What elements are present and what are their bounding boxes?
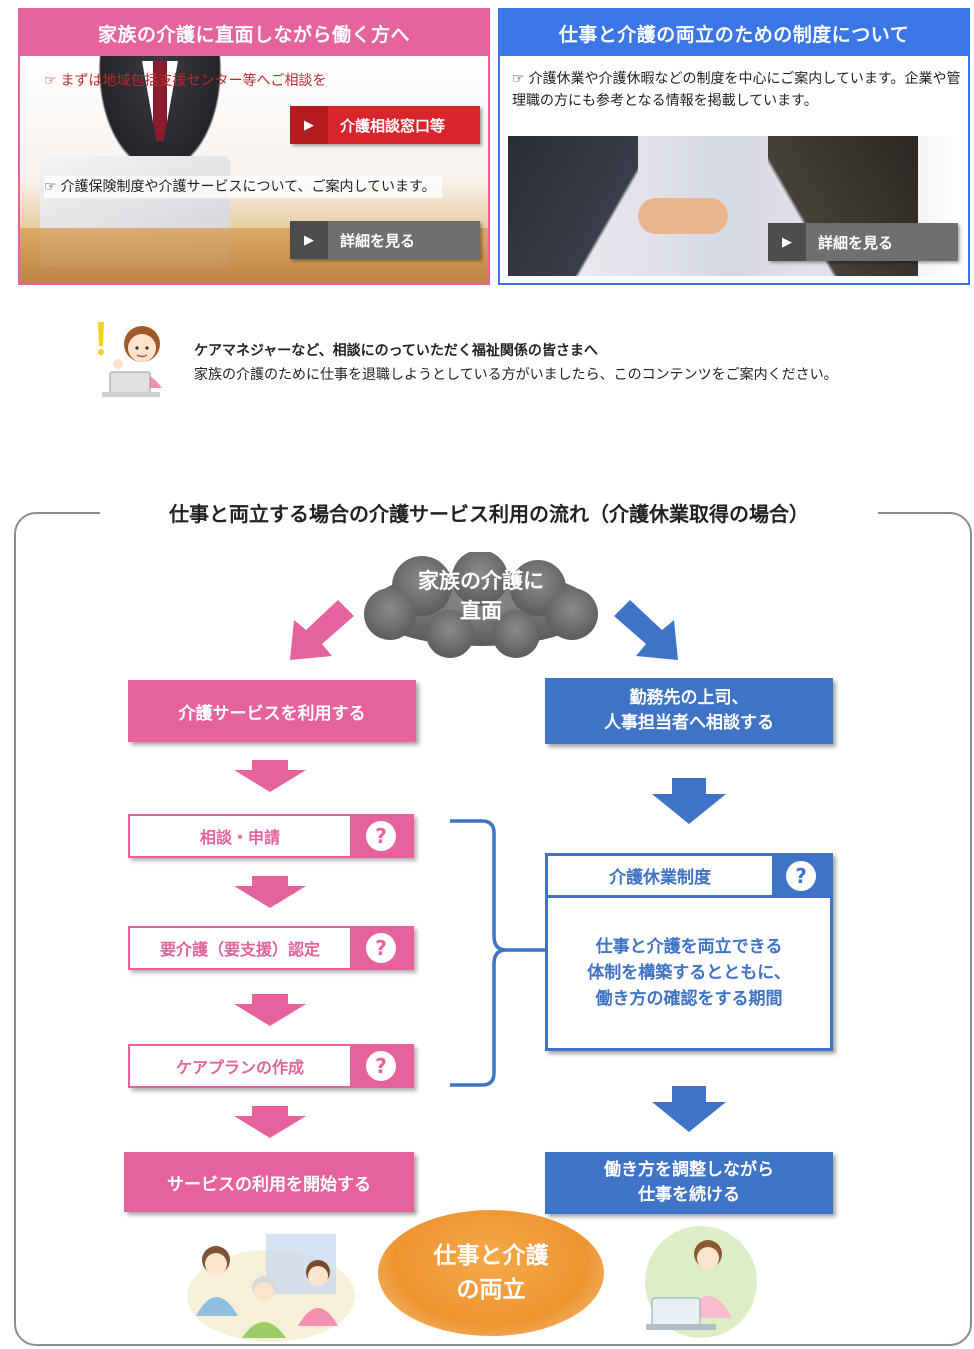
pointing-hand-icon: ☞ — [44, 73, 57, 89]
details-button-left[interactable]: ▶ 詳細を見る — [290, 221, 480, 259]
start-service-box: サービスの利用を開始する — [124, 1152, 414, 1212]
diagonal-arrow-icon — [290, 600, 354, 660]
pointing-hand-icon: ☞ — [44, 179, 57, 195]
button-label: 詳細を見る — [818, 233, 894, 252]
pointing-hand-icon: ☞ — [512, 71, 525, 87]
care-leave-system-box: 介護休業制度 ? 仕事と介護を両立できる 体制を構築するとともに、 働き方の確認… — [545, 853, 833, 1051]
step-care-plan: ケアプランの作成 ? — [128, 1044, 414, 1088]
leave-line-3: 働き方の確認をする期間 — [595, 989, 783, 1009]
systems-note-text: 介護休業や介護休暇などの制度を中心にご案内しています。企業や管理職の方にも参考と… — [512, 71, 961, 109]
help-icon: ? — [366, 821, 396, 851]
down-arrow-icon — [652, 1086, 726, 1132]
box-line-1: 勤務先の上司、 — [629, 688, 749, 708]
care-leave-header: 介護休業制度 ? — [548, 856, 830, 898]
consult-supervisor-box: 勤務先の上司、 人事担当者へ相談する — [545, 678, 833, 744]
cloud-line-1: 家族の介護に — [418, 569, 544, 593]
care-leave-description: 仕事と介護を両立できる 体制を構築するとともに、 働き方の確認をする期間 — [548, 898, 830, 1048]
consult-note: ☞まずは地域包括支援センター等へご相談を — [44, 70, 327, 92]
step-consultation: 相談・申請 ? — [128, 814, 414, 858]
cloud-line-2: 直面 — [460, 599, 502, 623]
help-icon: ? — [786, 860, 816, 891]
play-icon: ▶ — [290, 106, 328, 144]
goal-line-2: の両立 — [456, 1277, 526, 1303]
systems-note: ☞介護休業や介護休暇などの制度を中心にご案内しています。企業や管理職の方にも参考… — [512, 68, 968, 112]
down-arrow-icon — [234, 876, 306, 908]
cloud-shape — [364, 552, 598, 658]
businessman-left-figure — [508, 136, 638, 276]
leave-line-1: 仕事と介護を両立できる — [595, 937, 783, 957]
goal-line-1: 仕事と介護 — [433, 1243, 549, 1269]
care-manager-title: ケアマネジャーなど、相談にのっていただく福祉関係の皆さまへ — [194, 343, 598, 359]
down-arrow-icon — [234, 1106, 306, 1138]
help-button[interactable]: ? — [350, 816, 412, 856]
step-label: ケアプランの作成 — [175, 1058, 304, 1077]
use-care-service-box: 介護サービスを利用する — [128, 680, 416, 742]
help-icon: ? — [366, 933, 396, 963]
leave-line-2: 体制を構築するとともに、 — [587, 963, 791, 983]
down-arrow-icon — [652, 778, 726, 824]
diagonal-arrow-icon — [614, 600, 678, 660]
button-label: 詳細を見る — [340, 231, 416, 250]
card-support-systems: 仕事と介護の両立のための制度について ☞介護休業や介護休暇などの制度を中心にご案… — [498, 8, 970, 285]
card-working-carers: 家族の介護に直面しながら働く方へ ☞まずは地域包括支援センター等へご相談を ▶ … — [18, 8, 490, 285]
help-button[interactable]: ? — [350, 1046, 412, 1086]
box-line-1: 働き方を調整しながら — [604, 1160, 774, 1180]
care-manager-text: 家族の介護のために仕事を退職しようとしている方がいましたら、このコンテンツをご案… — [194, 367, 838, 383]
box-line-2: 仕事を続ける — [638, 1185, 740, 1205]
consult-note-text: まずは地域包括支援センター等へご相談を — [60, 73, 327, 89]
box-line-2: 人事担当者へ相談する — [604, 713, 774, 733]
continue-working-box: 働き方を調整しながら 仕事を続ける — [545, 1152, 833, 1214]
working-woman-illustration — [645, 1226, 757, 1338]
help-icon: ? — [366, 1051, 396, 1081]
step-label: 相談・申請 — [199, 828, 280, 847]
details-button-right[interactable]: ▶ 詳細を見る — [768, 223, 958, 261]
play-icon: ▶ — [768, 223, 806, 261]
help-button[interactable]: ? — [772, 856, 830, 895]
care-leave-title: 介護休業制度 — [609, 868, 711, 888]
down-arrow-icon — [234, 994, 306, 1026]
care-service-illustration — [187, 1234, 355, 1342]
insurance-note: ☞介護保険制度や介護サービスについて、ご案内しています。 — [44, 176, 442, 198]
step-certification: 要介護（要支援）認定 ? — [128, 926, 414, 970]
office-worker-photo — [20, 56, 488, 283]
card-title: 仕事と介護の両立のための制度について — [500, 10, 968, 56]
card-title: 家族の介護に直面しながら働く方へ — [20, 10, 488, 56]
play-icon: ▶ — [290, 221, 328, 259]
cloud-text: 家族の介護に 直面 — [352, 566, 610, 626]
bracket-connector — [450, 819, 556, 1087]
care-manager-illustration — [98, 322, 162, 397]
flow-title: 仕事と両立する場合の介護サービス利用の流れ（介護休業取得の場合） — [100, 498, 878, 527]
handshake-figure — [638, 198, 728, 234]
help-button[interactable]: ? — [350, 928, 412, 968]
care-consultation-button[interactable]: ▶ 介護相談窓口等 — [290, 106, 480, 144]
work-care-balance-oval: 仕事と介護 の両立 — [378, 1210, 604, 1336]
step-label: 要介護（要支援）認定 — [159, 940, 320, 959]
button-label: 介護相談窓口等 — [340, 116, 446, 135]
insurance-note-text: 介護保険制度や介護サービスについて、ご案内しています。 — [60, 179, 436, 195]
down-arrow-icon — [234, 760, 306, 792]
